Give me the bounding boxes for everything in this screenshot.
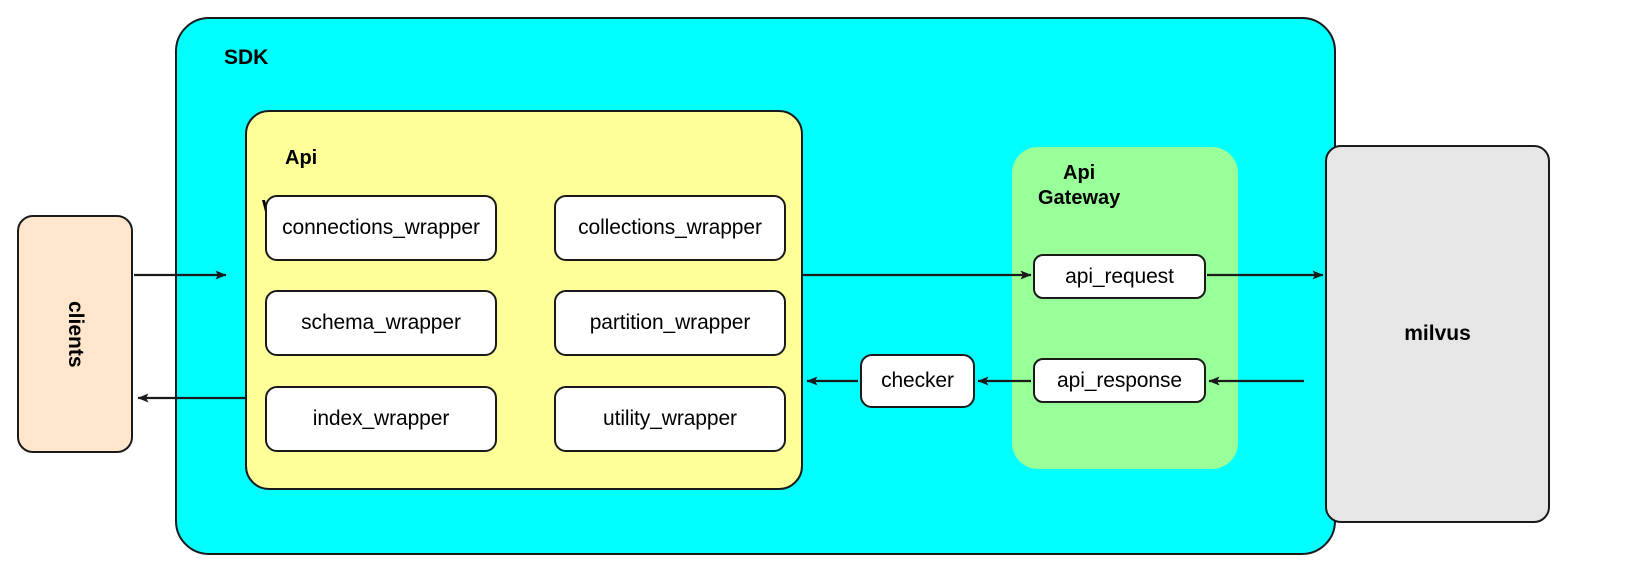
node-utility-wrapper-label: utility_wrapper — [603, 407, 737, 430]
api-wrapper-label-line1: Api — [285, 147, 318, 169]
node-partition-wrapper[interactable]: partition_wrapper — [554, 290, 786, 356]
node-connections-wrapper-label: connections_wrapper — [282, 216, 480, 239]
node-partition-wrapper-label: partition_wrapper — [589, 311, 751, 334]
node-schema-wrapper[interactable]: schema_wrapper — [265, 290, 497, 356]
api-gateway-label-line1: Api — [1063, 162, 1096, 184]
node-milvus[interactable]: milvus — [1325, 145, 1550, 523]
node-clients-label: clients — [64, 300, 87, 368]
node-api-response-label: api_response — [1057, 368, 1182, 392]
api-gateway-label-line2: Gateway — [1038, 187, 1121, 209]
node-api-request[interactable]: api_request — [1033, 254, 1206, 299]
node-index-wrapper-label: index_wrapper — [312, 407, 450, 430]
node-api-response[interactable]: api_response — [1033, 358, 1206, 403]
node-schema-wrapper-label: schema_wrapper — [301, 311, 461, 334]
node-checker[interactable]: checker — [860, 354, 975, 408]
node-index-wrapper[interactable]: index_wrapper — [265, 386, 497, 452]
container-sdk-label: SDK — [224, 46, 269, 69]
node-milvus-label: milvus — [1404, 322, 1471, 345]
node-connections-wrapper[interactable]: connections_wrapper — [265, 195, 497, 261]
node-clients[interactable]: clients — [17, 215, 133, 453]
node-checker-label: checker — [881, 369, 954, 392]
container-api-gateway[interactable]: Api Gateway — [1012, 147, 1238, 469]
container-api-gateway-label: Api Gateway — [1038, 161, 1120, 211]
node-collections-wrapper[interactable]: collections_wrapper — [554, 195, 786, 261]
node-api-request-label: api_request — [1065, 264, 1174, 288]
node-collections-wrapper-label: collections_wrapper — [578, 216, 762, 239]
node-utility-wrapper[interactable]: utility_wrapper — [554, 386, 786, 452]
